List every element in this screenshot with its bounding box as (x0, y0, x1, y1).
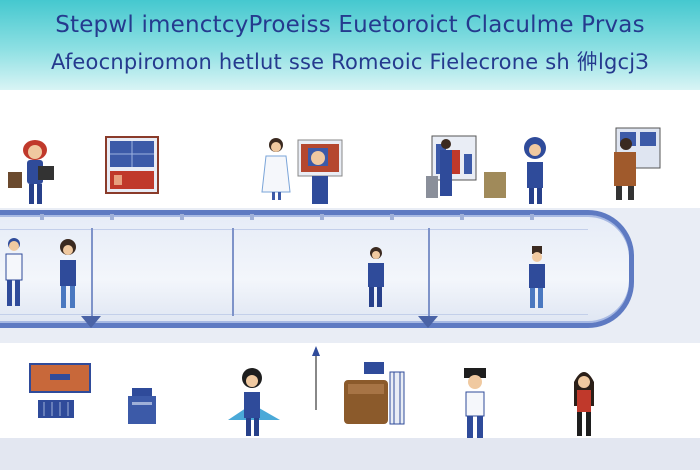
title-line-1: Stepwl imenctcyProeiss Euetoroict Clacul… (55, 12, 645, 38)
printer-icon (126, 388, 158, 426)
down-arrow-icon (81, 316, 101, 328)
pipeline-divider-1 (91, 228, 93, 316)
person-icon (518, 136, 552, 206)
person-icon (226, 366, 282, 438)
server-rack-icon (296, 132, 346, 208)
beacon-icon (308, 346, 324, 412)
display-board-icon (104, 133, 162, 199)
down-arrow-icon (418, 316, 438, 328)
person-icon (0, 236, 32, 308)
header-banner: Stepwl imenctcyProeiss Euetoroict Clacul… (0, 0, 700, 90)
person-with-briefcase-icon (8, 136, 58, 208)
person-icon (524, 246, 550, 310)
title-line-2: Afeocnpiromon hetlut sse Romeoic Fielecr… (51, 50, 649, 74)
person-icon (362, 245, 390, 309)
person-icon (258, 136, 294, 200)
bottom-floor (0, 438, 700, 470)
person-icon (54, 238, 82, 310)
pipeline-inner-track (0, 229, 588, 315)
person-icon (458, 368, 492, 440)
process-pipeline (0, 210, 634, 328)
pipeline-divider-3 (428, 228, 430, 316)
person-with-chart-icon (424, 132, 512, 204)
pipeline-ticks (40, 214, 600, 220)
toolbox-icon (28, 362, 94, 422)
pipeline-divider-2 (232, 228, 234, 316)
person-icon (568, 366, 600, 438)
box-cart-icon (340, 360, 410, 430)
person-with-cabinet-icon (598, 122, 666, 204)
